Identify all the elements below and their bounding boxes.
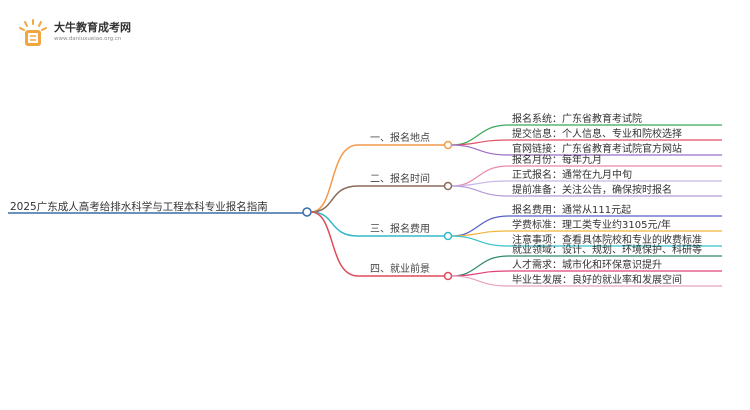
- leaf-label: 报名系统：广东省教育考试院: [512, 112, 642, 125]
- leaf-label: 人才需求：城市化和环保意识提升: [512, 258, 662, 271]
- leaf-label: 官网链接：广东省教育考试院官方网站: [512, 142, 682, 155]
- leaf-connector: [451, 275, 509, 287]
- leaf-label: 提前准备：关注公告，确保按时报名: [512, 183, 672, 196]
- leaf-label: 毕业生发展：良好的就业率和发展空间: [512, 273, 682, 286]
- leaf-label: 正式报名：通常在九月中旬: [512, 168, 632, 181]
- branch-connector: [310, 144, 359, 213]
- brand-logo: 大牛教育成考网 www.daniuxueiao.org.cn: [16, 16, 166, 50]
- branch-4: 四、就业前景 就业领域：设计、规划、环境保护、科研等人才需求：城市化和环保意识提升…: [310, 211, 722, 287]
- root-node[interactable]: [302, 207, 312, 217]
- branch-2: 二、报名时间 报名月份：每年九月正式报名：通常在九月中旬提前准备：关注公告，确保按…: [310, 153, 722, 213]
- branch-connector: [310, 211, 359, 277]
- branch-node[interactable]: [443, 231, 453, 241]
- branch-3: 三、报名费用 报名费用：通常从111元起学费标准：理工类专业约3105元/年注意事…: [310, 203, 722, 247]
- branch-label: 二、报名时间: [370, 172, 430, 185]
- brand-url: www.daniuxueiao.org.cn: [54, 36, 122, 42]
- leaf-label: 报名费用：通常从111元起: [512, 203, 631, 216]
- leaf-connector: [451, 185, 509, 197]
- branch-connector: [310, 185, 359, 213]
- leaf-connector: [451, 139, 509, 146]
- brand-name: 大牛教育成考网: [54, 21, 131, 34]
- branch-node[interactable]: [443, 181, 453, 191]
- leaf-connector: [451, 270, 509, 277]
- branch-node[interactable]: [443, 140, 453, 150]
- leaf-label: 就业领域：设计、规划、环境保护、科研等: [512, 243, 702, 256]
- leaf-label: 注意事项：查看具体院校和专业的收费标准: [512, 233, 702, 246]
- leaf-label: 提交信息：个人信息、专业和院校选择: [512, 127, 682, 140]
- branch-label: 三、报名费用: [370, 222, 430, 235]
- sun-book-icon: [19, 19, 47, 46]
- branch-connector: [310, 211, 359, 237]
- leaf-label: 学费标准：理工类专业约3105元/年: [512, 218, 671, 231]
- branches-layer: 一、报名地点 报名系统：广东省教育考试院提交信息：个人信息、专业和院校选择官网链接…: [310, 112, 722, 287]
- branch-node[interactable]: [443, 271, 453, 281]
- leaf-connector: [451, 230, 509, 237]
- branch-label: 一、报名地点: [370, 131, 430, 144]
- branch-1: 一、报名地点 报名系统：广东省教育考试院提交信息：个人信息、专业和院校选择官网链接…: [310, 112, 722, 213]
- leaf-connector: [451, 144, 509, 156]
- leaf-label: 报名月份：每年九月: [512, 153, 602, 166]
- leaf-connector: [451, 180, 509, 187]
- leaf-connector: [451, 235, 509, 247]
- branch-label: 四、就业前景: [370, 262, 430, 275]
- root-title: 2025广东成人高考给排水科学与工程本科专业报名指南: [10, 200, 268, 213]
